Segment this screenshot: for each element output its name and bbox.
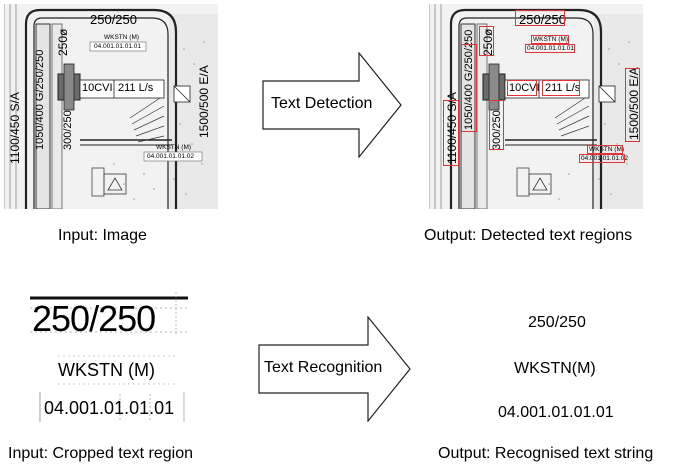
text-recognition-label: Text Recognition — [264, 359, 383, 376]
detection-box — [531, 35, 569, 44]
label-diameter: 250ø — [56, 28, 70, 56]
drawing-linework-detected — [429, 4, 643, 209]
drawing-linework — [4, 4, 218, 209]
crop-noise-lines — [30, 292, 188, 422]
recognised-text-2: WKSTN(M) — [514, 360, 596, 377]
detection-box — [579, 154, 625, 163]
detection-box — [587, 145, 623, 154]
recognised-text-1: 250/250 — [528, 314, 586, 331]
text-detection-arrow: Text Detection — [262, 52, 402, 158]
input-drawing: 250/250 250ø WKSTN (M) 04.001.01.01.01 1… — [4, 4, 218, 209]
label-flow: 211 L/s — [545, 82, 581, 94]
label-room-code: 04.001.01.01.01 — [527, 45, 574, 52]
detection-box — [461, 44, 477, 132]
detection-box — [542, 80, 580, 96]
label-left-duct: 1100/450 S/A — [8, 92, 22, 164]
detection-box — [507, 80, 537, 96]
caption-output-regions: Output: Detected text regions — [424, 227, 633, 244]
label-top: 250/250 — [90, 12, 137, 27]
caption-input-crop: Input: Cropped text region — [8, 445, 194, 462]
cropped-regions: 250/250 WKSTN (M) 04.001.01.01.01 — [28, 292, 208, 432]
label-room-code: 04.001.01.01.01 — [94, 43, 141, 50]
output-drawing: 250/250 250ø WKSTN (M) 04.001.01.01.01 1… — [429, 4, 643, 209]
label-vertical-duct: 1050/400 G/250/250 — [34, 49, 46, 150]
arrow-shape-icon — [262, 52, 402, 158]
detection-box — [489, 100, 504, 150]
label-duct-code: 10CVI — [509, 82, 540, 94]
detection-box — [479, 26, 494, 56]
text-recognition-arrow: Text Recognition — [258, 316, 411, 422]
crop-text-3: 04.001.01.01.01 — [44, 398, 175, 418]
label-flow: 211 L/s — [118, 82, 154, 94]
text-detection-label: Text Detection — [271, 95, 373, 112]
label-room-name-2: WKSTN (M) — [156, 144, 192, 151]
label-room-name: WKSTN (M) — [533, 36, 569, 43]
label-duct-code: 10CVI — [82, 82, 113, 94]
label-right-duct: 1500/500 E/A — [197, 65, 211, 138]
label-room-code-2: 04.001.01.01.02 — [147, 153, 194, 160]
recognised-text-3: 04.001.01.01.01 — [498, 404, 614, 421]
detection-box — [625, 68, 640, 142]
label-room-code-2: 04.001.01.01.02 — [581, 155, 628, 162]
detection-box — [515, 10, 565, 26]
caption-output-string: Output: Recognised text string — [438, 445, 654, 462]
label-room-name-2: WKSTN (M) — [589, 146, 625, 153]
label-small-duct: 300/250 — [62, 110, 74, 150]
caption-input-image: Input: Image — [58, 227, 147, 244]
label-top: 250/250 — [519, 12, 566, 27]
arrow-shape-icon — [258, 316, 411, 422]
label-room-name: WKSTN (M) — [104, 34, 140, 41]
detection-box — [443, 100, 459, 166]
crop-text-1: 250/250 — [32, 298, 156, 339]
crop-text-2: WKSTN (M) — [58, 360, 155, 380]
detection-box — [525, 44, 575, 53]
